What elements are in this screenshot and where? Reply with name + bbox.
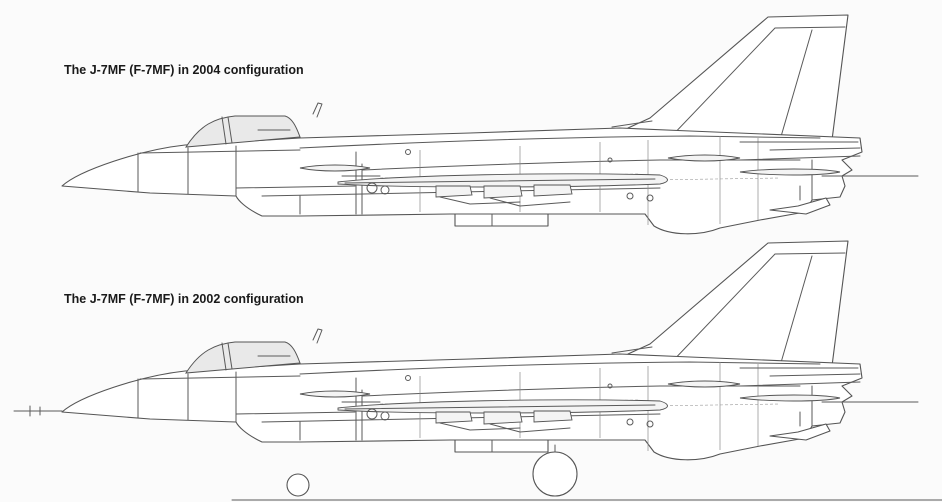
caption-2002-configuration: The J-7MF (F-7MF) in 2002 configuration [64,292,304,306]
landing-gear-wheels [231,444,942,501]
caption-2004-configuration: The J-7MF (F-7MF) in 2004 configuration [64,63,304,77]
aircraft-bottom-drawing [61,240,919,461]
aircraft-top-drawing [61,14,919,235]
nose-probe [13,405,63,417]
